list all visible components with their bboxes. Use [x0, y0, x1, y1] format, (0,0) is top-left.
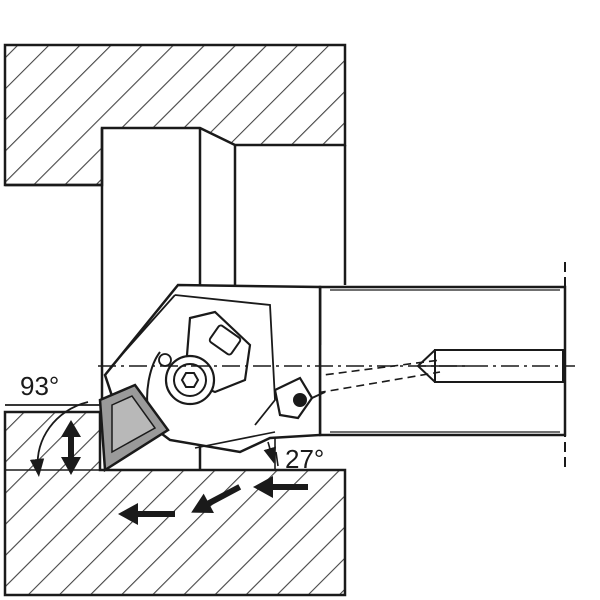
hex-socket-screw-icon: [180, 372, 200, 388]
lead-angle-indicator: [5, 401, 100, 477]
arrow-left-icon: [118, 503, 175, 525]
label-angle-27: 27°: [285, 444, 324, 474]
cutting-insert: [98, 383, 170, 473]
label-angle-93: 93°: [20, 371, 59, 401]
arrow-left-icon: [191, 484, 242, 513]
rake-reference: [5, 431, 300, 471]
boring-bar-shank: [299, 262, 567, 470]
double-arrow-vertical-icon: [61, 420, 81, 475]
workpiece-upper: [3, 43, 347, 187]
clamp-assembly: [146, 310, 326, 420]
bore-outline: [5, 128, 347, 470]
arrow-left-icon: [253, 476, 308, 498]
feed-arrows: [118, 476, 308, 525]
